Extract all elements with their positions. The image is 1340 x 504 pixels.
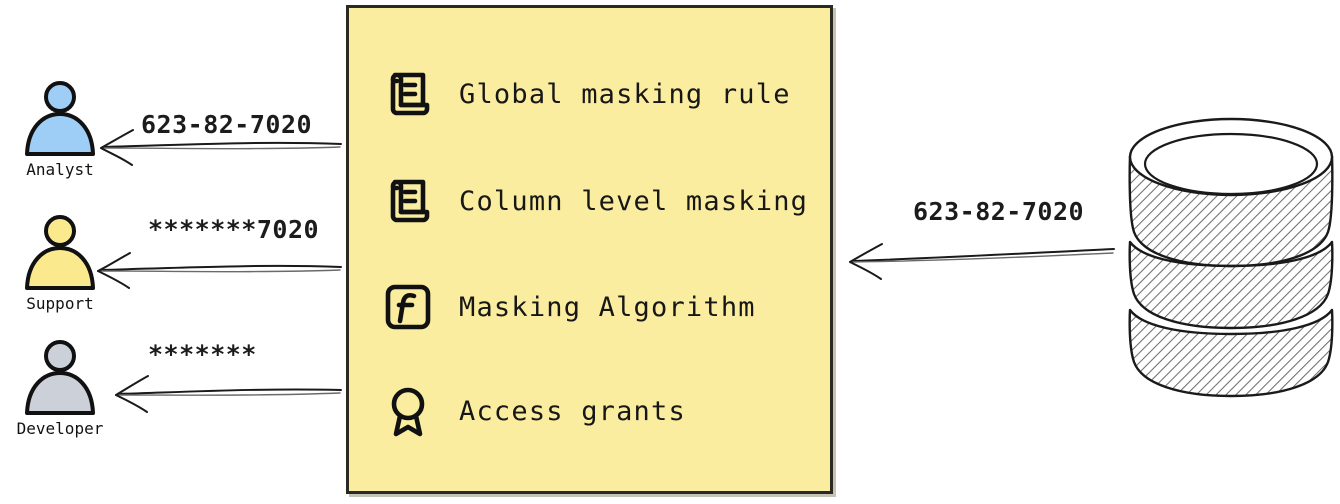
- policy-item-label: Column level masking: [459, 185, 809, 217]
- arrow-to-analyst-icon: [100, 129, 342, 166]
- policy-item-label: Access grants: [459, 395, 686, 427]
- policy-item-column-level-masking[interactable]: Column level masking: [379, 170, 808, 232]
- policy-item-masking-algorithm[interactable]: Masking Algorithm: [379, 276, 756, 338]
- actor-support[interactable]: Support: [0, 212, 120, 313]
- actor-label: Support: [26, 294, 94, 313]
- actor-developer[interactable]: Developer: [0, 337, 120, 438]
- actor-label: Developer: [16, 419, 104, 438]
- arrow-label-database: 623-82-7020: [913, 197, 1085, 226]
- person-icon: [25, 215, 95, 290]
- actor-label: Analyst: [26, 160, 94, 179]
- scroll-icon: [379, 172, 437, 230]
- arrow-label-developer: *******: [148, 340, 257, 369]
- arrow-label-support: *******7020: [148, 215, 320, 244]
- policy-item-access-grants[interactable]: Access grants: [379, 380, 686, 442]
- policy-item-label: Global masking rule: [459, 78, 791, 110]
- policy-item-global-masking-rule[interactable]: Global masking rule: [379, 63, 791, 125]
- arrow-label-analyst: 623-82-7020: [141, 110, 313, 139]
- person-icon: [25, 81, 95, 156]
- function-f-icon: [379, 278, 437, 336]
- policy-item-label: Masking Algorithm: [459, 291, 756, 323]
- arrow-db-to-panel-icon: [849, 243, 1115, 280]
- policy-panel: Global masking rule Column level masking…: [346, 5, 833, 494]
- arrow-to-developer-icon: [115, 375, 342, 413]
- person-icon: [25, 340, 95, 415]
- database-cylinder-icon[interactable]: [1122, 112, 1340, 402]
- scroll-icon: [379, 65, 437, 123]
- actor-analyst[interactable]: Analyst: [0, 78, 120, 179]
- arrow-to-support-icon: [97, 252, 342, 289]
- award-ribbon-icon: [379, 382, 437, 440]
